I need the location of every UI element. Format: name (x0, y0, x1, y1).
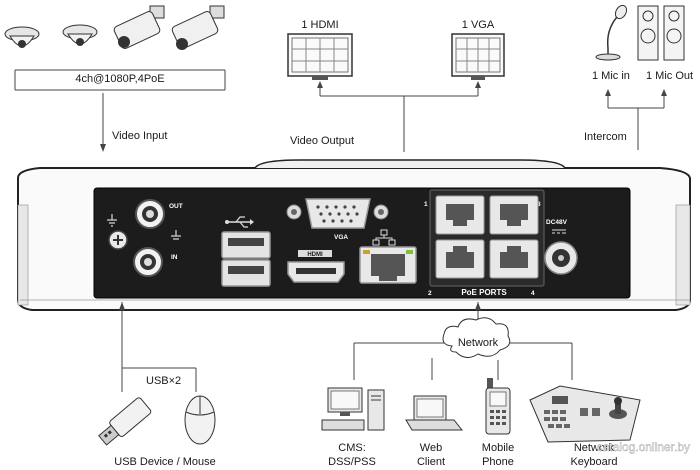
poe-port-number: 1 (424, 201, 428, 208)
mobile-phone-icon (485, 378, 511, 435)
mobile-label-line2: Phone (482, 456, 514, 468)
audio-in-label: IN (171, 254, 178, 261)
hdmi-output-label: 1 HDMI (301, 19, 338, 31)
mouse-icon (184, 395, 216, 445)
dome-camera-icon (4, 26, 40, 48)
network-label: Network (458, 337, 499, 349)
network-cloud-icon (442, 317, 511, 358)
ground-symbol-icon (107, 214, 117, 227)
cms-label-line1: CMS: (338, 442, 366, 454)
vga-port[interactable] (305, 198, 371, 229)
usb-count-label: USB×2 (146, 375, 181, 387)
mobile-label-line1: Mobile (482, 442, 514, 454)
audio-in-port[interactable] (133, 247, 163, 277)
mic-in-label: 1 Mic in (592, 70, 630, 82)
network-keyboard-icon (529, 385, 641, 443)
lan-symbol-icon (372, 229, 396, 246)
poe-port-number: 2 (428, 290, 432, 297)
camera-spec-label: 4ch@1080P,4PoE (75, 73, 164, 85)
screw-icon (286, 204, 302, 220)
screw-icon (373, 204, 389, 220)
hdmi-monitor-icon (287, 33, 353, 80)
audio-out-port[interactable] (135, 199, 165, 229)
speaker-icon (637, 5, 685, 61)
dc-power-jack[interactable] (544, 241, 578, 275)
dc-symbol-icon (552, 229, 566, 234)
dc-power-label: DC48V (546, 219, 568, 226)
ground-screw-icon (108, 230, 128, 250)
ground-symbol-icon (171, 230, 181, 240)
vga-monitor-icon (451, 33, 505, 80)
usb-port-2[interactable] (221, 259, 271, 287)
poe-port-2[interactable] (435, 239, 485, 279)
vga-port-label: VGA (334, 234, 348, 241)
poe-port-1[interactable] (435, 195, 485, 235)
bullet-camera-icon (171, 5, 225, 50)
hdmi-logo (298, 250, 332, 257)
poe-port-4[interactable] (489, 239, 539, 279)
laptop-icon (405, 395, 464, 431)
poe-port-number: 4 (531, 290, 535, 297)
microphone-icon (595, 4, 628, 61)
bullet-camera-icon (113, 5, 165, 49)
keyboard-label-line2: Keyboard (570, 456, 617, 468)
cms-label-line2: DSS/PSS (328, 456, 376, 468)
usb-flash-drive-icon (98, 397, 152, 446)
video-output-label: Video Output (290, 135, 354, 147)
dome-camera-icon (62, 24, 98, 46)
web-client-label-line2: Client (417, 456, 445, 468)
keyboard-label-line1: Network (574, 442, 615, 454)
video-input-label: Video Input (112, 130, 167, 142)
poe-port-3[interactable] (489, 195, 539, 235)
watermark-text: catalog.onliner.by (597, 440, 690, 454)
poe-port-number: 3 (537, 201, 541, 208)
hdmi-port[interactable] (287, 261, 345, 283)
intercom-label: Intercom (584, 131, 627, 143)
poe-ports-label: PoE PORTS (461, 288, 507, 297)
usb-symbol-icon (225, 216, 254, 228)
web-client-label-line1: Web (420, 442, 442, 454)
hdmi-logo-text: HDMI (307, 252, 323, 258)
vga-output-label: 1 VGA (462, 19, 495, 31)
usb-port-1[interactable] (221, 231, 271, 259)
mic-out-label: 1 Mic Out (646, 70, 693, 82)
usb-device-label: USB Device / Mouse (114, 456, 215, 468)
desktop-computer-icon (321, 387, 385, 431)
audio-out-label: OUT (169, 203, 183, 210)
lan-port[interactable] (359, 246, 417, 284)
